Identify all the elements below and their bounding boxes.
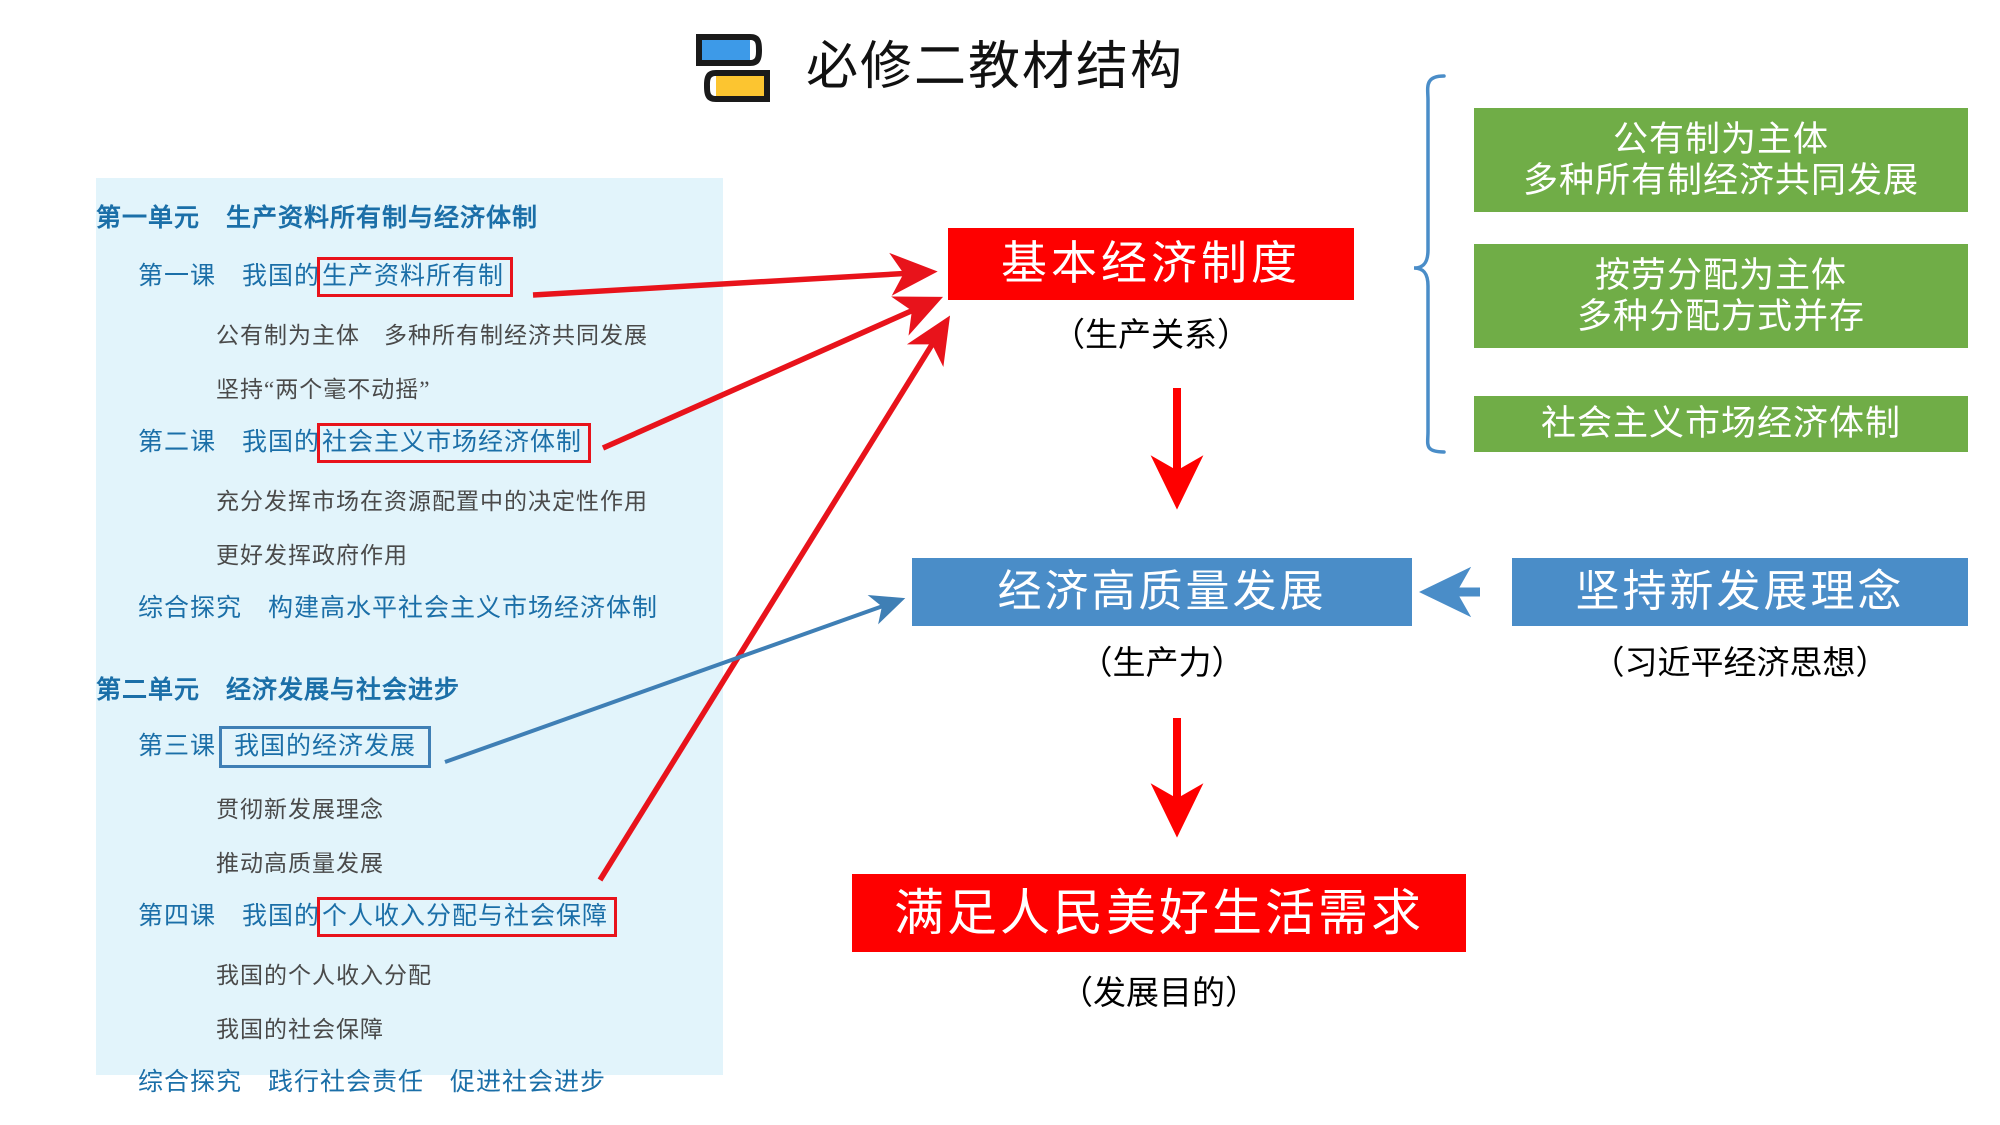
outline-sub-1-2: 坚持“两个毫不动摇”: [216, 377, 431, 402]
page-title: 必修二教材结构: [806, 39, 1185, 96]
outline-explore-1: 综合探究 构建高水平社会主义市场经济体制: [138, 595, 659, 622]
box-basic-economic-system[interactable]: 基本经济制度: [948, 228, 1354, 300]
outline-lesson-1-prefix: 第一课 我国的: [138, 263, 321, 290]
outline-keyword-market-system[interactable]: 社会主义市场经济体制: [317, 423, 592, 463]
books-icon: [690, 28, 776, 108]
outline-lesson-3: 第三课我国的经济发展: [138, 726, 432, 768]
outline-sub-2-1: 充分发挥市场在资源配置中的决定性作用: [216, 489, 648, 514]
outline-lesson-4-prefix: 第四课 我国的: [138, 903, 321, 930]
outline-keyword-ownership[interactable]: 生产资料所有制: [317, 257, 514, 297]
outline-lesson-2-prefix: 第二课 我国的: [138, 429, 321, 456]
outline-keyword-economic-development[interactable]: 我国的经济发展: [219, 726, 432, 768]
textbook-outline-panel: 第一单元 生产资料所有制与经济体制 第一课 我国的生产资料所有制 公有制为主体 …: [96, 178, 723, 1095]
outline-sub-3-1: 贯彻新发展理念: [216, 797, 384, 822]
outline-sub-3-2: 推动高质量发展: [216, 851, 384, 876]
branch-box-distribution[interactable]: 按劳分配为主体 多种分配方式并存: [1474, 244, 1968, 348]
caption-new-development-concept: （习近平经济思想）: [1591, 646, 1889, 682]
page-title-bar: 必修二教材结构: [690, 28, 1184, 108]
outline-sub-1-1: 公有制为主体 多种所有制经济共同发展: [216, 323, 648, 348]
branch-box-market-economy[interactable]: 社会主义市场经济体制: [1474, 396, 1968, 452]
outline-lesson-2: 第二课 我国的社会主义市场经济体制: [138, 423, 592, 463]
branch-box-public-ownership[interactable]: 公有制为主体 多种所有制经济共同发展: [1474, 108, 1968, 212]
outline-unit-2: 第二单元 经济发展与社会进步: [96, 677, 461, 704]
outline-lesson-1: 第一课 我国的生产资料所有制: [138, 257, 514, 297]
outline-keyword-income-distribution[interactable]: 个人收入分配与社会保障: [317, 897, 618, 937]
caption-basic-economic-system: （生产关系）: [1052, 318, 1250, 354]
box-people-needs[interactable]: 满足人民美好生活需求: [852, 874, 1466, 952]
outline-lesson-3-prefix: 第三课: [138, 733, 217, 760]
outline-sub-2-2: 更好发挥政府作用: [216, 543, 408, 568]
outline-explore-2: 综合探究 践行社会责任 促进社会进步: [138, 1069, 607, 1096]
caption-people-needs: （发展目的）: [1060, 976, 1258, 1012]
curly-brace-icon: [1413, 74, 1446, 454]
caption-high-quality-development: （生产力）: [1079, 646, 1245, 682]
outline-sub-4-2: 我国的社会保障: [216, 1017, 384, 1042]
box-high-quality-development[interactable]: 经济高质量发展: [912, 558, 1412, 626]
outline-unit-1: 第一单元 生产资料所有制与经济体制: [96, 205, 539, 232]
outline-sub-4-1: 我国的个人收入分配: [216, 963, 432, 988]
box-new-development-concept[interactable]: 坚持新发展理念: [1512, 558, 1968, 626]
outline-lesson-4: 第四课 我国的个人收入分配与社会保障: [138, 897, 618, 937]
